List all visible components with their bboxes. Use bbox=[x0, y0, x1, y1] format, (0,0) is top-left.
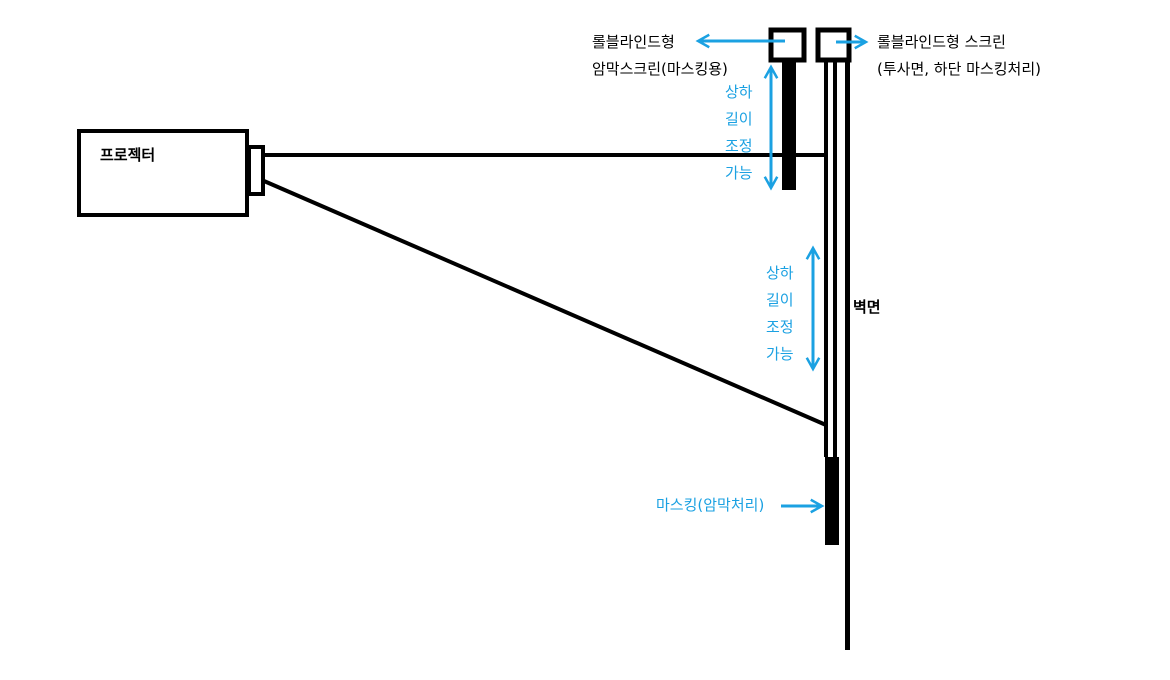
adjust-label-mid-3: 조정 bbox=[766, 318, 794, 336]
adjust-label-top-3: 조정 bbox=[725, 137, 753, 155]
adjust-label-top-2: 길이 bbox=[725, 110, 753, 128]
projector-lens bbox=[247, 145, 265, 196]
projection-screen-label-line1: 롤블라인드형 스크린 bbox=[877, 33, 1006, 51]
screen-masking-band bbox=[825, 457, 839, 545]
adjust-label-mid-2: 길이 bbox=[766, 291, 794, 309]
projector-label: 프로젝터 bbox=[100, 146, 156, 164]
masking-label: 마스킹(암막처리) bbox=[656, 496, 765, 514]
projection-screen-label-line2: (투사면, 하단 마스킹처리) bbox=[877, 60, 1042, 78]
wall-label: 벽면 bbox=[853, 298, 881, 316]
beam-bottom bbox=[263, 179, 827, 427]
wall bbox=[845, 62, 850, 650]
adjust-label-mid-1: 상하 bbox=[766, 264, 794, 282]
projector-body bbox=[77, 129, 249, 217]
masking-screen-label-line1: 롤블라인드형 bbox=[592, 33, 675, 51]
masking-blind-sheet bbox=[782, 62, 796, 190]
screen-sheet-left-edge bbox=[824, 62, 828, 457]
adjust-label-mid: 상하 길이 조정 가능 bbox=[766, 264, 794, 372]
adjust-label-top-1: 상하 bbox=[725, 83, 753, 101]
adjust-label-top-4: 가능 bbox=[725, 164, 753, 182]
screen-sheet-right-edge bbox=[833, 62, 837, 457]
masking-screen-label-line2: 암막스크린(마스킹용) bbox=[592, 60, 728, 78]
masking-blind-roll bbox=[768, 27, 807, 63]
adjust-label-mid-4: 가능 bbox=[766, 345, 794, 363]
screen-roll bbox=[815, 27, 852, 63]
adjust-label-top: 상하 길이 조정 가능 bbox=[725, 83, 753, 191]
